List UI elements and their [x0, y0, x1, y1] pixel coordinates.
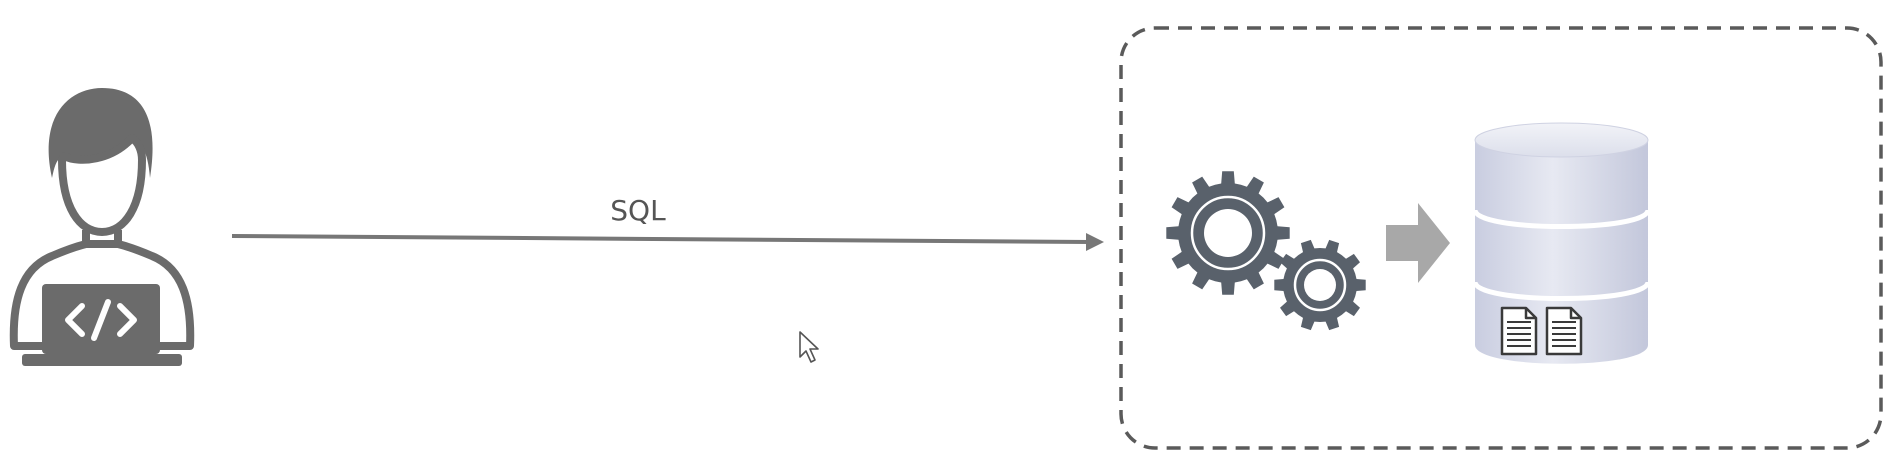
developer-face: [58, 134, 146, 236]
gear-ring: [1293, 258, 1347, 312]
laptop-base: [22, 354, 182, 366]
gear-hole: [1204, 209, 1252, 257]
gear-ring: [1190, 195, 1266, 271]
sql-label: SQL: [610, 194, 666, 227]
mouse-cursor-icon: [799, 331, 819, 363]
gears-icon: [1166, 171, 1366, 331]
arrow-right-icon: [1386, 203, 1450, 283]
gear-hole: [1304, 269, 1336, 301]
sql-connection-arrow: [231, 233, 1104, 251]
document-icon: [1545, 306, 1583, 356]
large-gear: [1166, 171, 1290, 295]
database-top: [1474, 122, 1649, 158]
server-boundary-box: [1119, 26, 1883, 450]
database-separator-1: [1472, 208, 1651, 229]
code-brackets-icon: [65, 299, 137, 341]
developer-laptop-icon: [9, 88, 195, 366]
database-separator-2: [1472, 280, 1651, 301]
arrow-head: [1086, 233, 1104, 251]
small-gear: [1274, 239, 1366, 331]
document-icon: [1500, 306, 1538, 356]
database-icon: [1472, 122, 1651, 364]
arrow-line: [231, 234, 1091, 244]
